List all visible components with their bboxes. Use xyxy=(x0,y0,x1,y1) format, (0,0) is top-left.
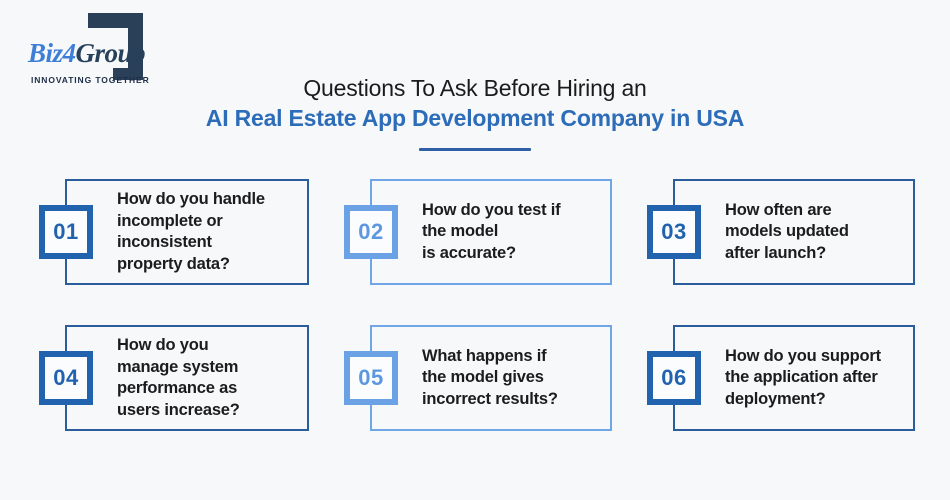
page-title: Questions To Ask Before Hiring an AI Rea… xyxy=(0,73,950,133)
question-text: What happens if the model gives incorrec… xyxy=(422,346,558,408)
question-text: How do you handle incomplete or inconsis… xyxy=(117,190,265,273)
question-card-02: 02 How do you test if the model is accura… xyxy=(344,179,612,285)
question-card-06: 06 How do you support the application aft… xyxy=(647,325,915,431)
question-card-05: 05 What happens if the model gives incorr… xyxy=(344,325,612,431)
logo-tagline: INNOVATING TOGETHER xyxy=(31,75,150,85)
question-text: How do you support the application after… xyxy=(725,346,881,408)
question-text: How do you manage system performance as … xyxy=(117,336,240,419)
question-number-badge: 04 xyxy=(39,351,93,405)
question-number-badge: 06 xyxy=(647,351,701,405)
question-card-04: 04 How do you manage system performance a… xyxy=(39,325,309,431)
title-divider xyxy=(419,148,531,151)
logo-wordmark-biz: Biz xyxy=(28,38,63,68)
logo-wordmark-group: Group xyxy=(75,38,146,68)
question-number-badge: 01 xyxy=(39,205,93,259)
logo-wordmark: Biz4Group xyxy=(28,38,146,69)
question-text: How often are models updated after launc… xyxy=(725,200,849,262)
question-card-01: 01 How do you handle incomplete or incons… xyxy=(39,179,309,285)
question-number-badge: 03 xyxy=(647,205,701,259)
question-number-badge: 02 xyxy=(344,205,398,259)
question-text: How do you test if the model is accurate… xyxy=(422,200,561,262)
question-number-badge: 05 xyxy=(344,351,398,405)
biz4group-logo-mark-icon xyxy=(88,13,143,80)
logo-wordmark-four: 4 xyxy=(62,38,77,68)
title-line1: Questions To Ask Before Hiring an xyxy=(303,75,647,101)
biz4group-logo: Biz4Group INNOVATING TOGETHER xyxy=(28,13,168,91)
question-card-03: 03 How often are models updated after lau… xyxy=(647,179,915,285)
title-line2: AI Real Estate App Development Company i… xyxy=(205,105,745,131)
